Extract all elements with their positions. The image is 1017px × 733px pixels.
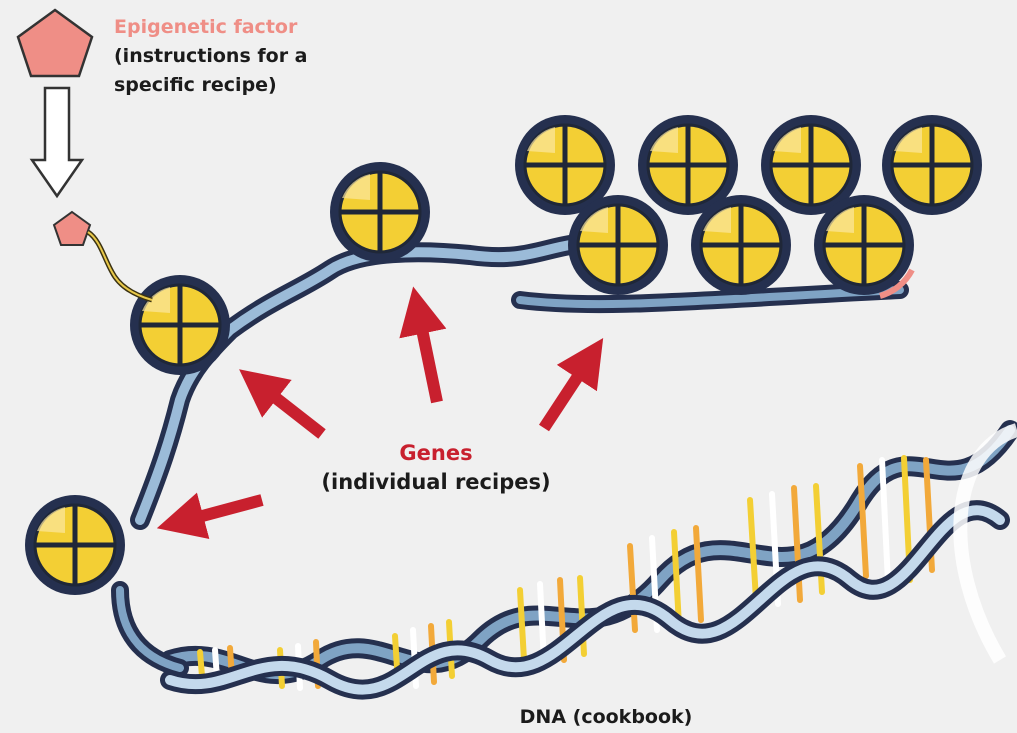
red-arrow-icon — [258, 384, 322, 434]
nucleosome-2 — [130, 275, 230, 375]
red-arrow-icon — [418, 310, 437, 402]
dna-helix — [170, 430, 1017, 690]
pentagon-icon — [18, 10, 92, 76]
epigenetic-factor-caption-line2: specific recipe) — [114, 74, 277, 96]
genes-caption: (individual recipes) — [0, 470, 872, 494]
dna-strand-front-inner — [170, 510, 1000, 689]
red-arrow-icon — [544, 358, 590, 428]
epigenetic-factor-caption-line1: (instructions for a — [114, 45, 308, 67]
down-arrow-icon — [32, 88, 82, 196]
red-arrow-icon — [180, 500, 262, 522]
epigenetic-factor-label: Epigenetic factor — [114, 16, 297, 38]
genes-label: Genes — [0, 441, 872, 465]
nucleosome-1 — [25, 495, 125, 595]
nucleosome-cluster-front-1 — [568, 195, 668, 295]
nucleosome-cluster-front-2 — [691, 195, 791, 295]
nucleosome-cluster-back-4 — [882, 115, 982, 215]
small-pentagon-icon — [54, 212, 90, 245]
nucleosome-3 — [330, 162, 430, 262]
nucleosome-cluster-front-3 — [814, 195, 914, 295]
dna-label: DNA (cookbook) — [0, 706, 1017, 728]
